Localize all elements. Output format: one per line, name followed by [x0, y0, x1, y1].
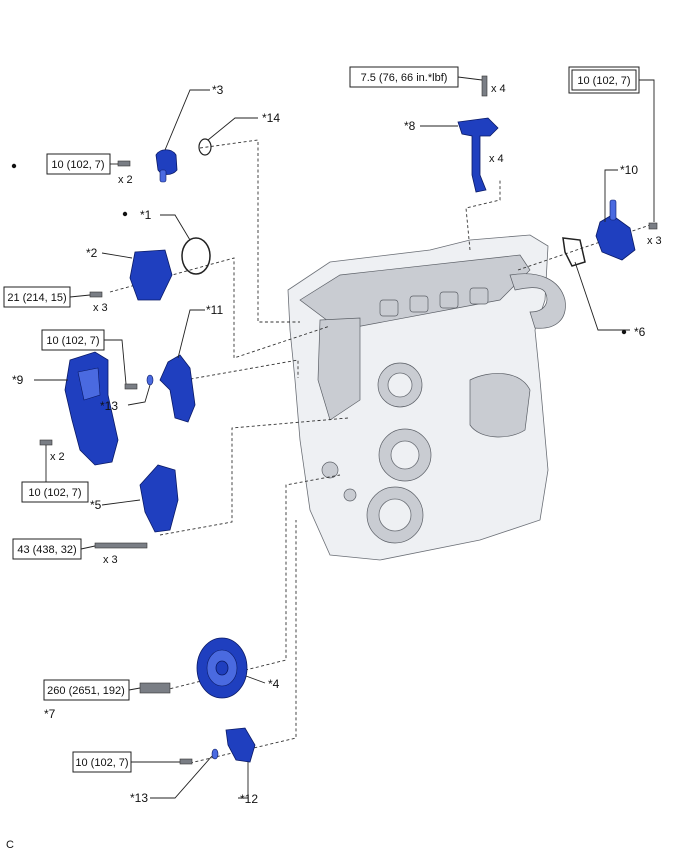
torque-spec-8: 260 (2651, 192) [43, 679, 130, 701]
svg-text:7.5 (76, 66 in.*lbf): 7.5 (76, 66 in.*lbf) [361, 72, 448, 84]
callout-6: *6 [634, 325, 646, 339]
callout-13-lower: *13 [130, 791, 148, 805]
part-5-bracket [139, 464, 179, 533]
part-12-sensor [225, 727, 256, 763]
part-6-gasket [562, 237, 586, 267]
part-2-cover [129, 249, 173, 301]
part-14-o-ring [198, 138, 212, 156]
svg-text:10 (102, 7): 10 (102, 7) [577, 75, 630, 87]
callout-12: *12 [240, 792, 258, 806]
callout-8: *8 [404, 119, 416, 133]
callout-10: *10 [620, 163, 638, 177]
torque-spec-3: 10 (102, 7) [41, 329, 105, 351]
part-13-washer-lower [211, 748, 219, 760]
bullet-mark [122, 211, 128, 217]
torque-spec-1: 10 (102, 7) [46, 153, 111, 175]
torque-spec-6: 7.5 (76, 66 in.*lbf) [349, 66, 459, 88]
quantity-3: x 2 [50, 451, 65, 463]
part-13-washer-upper [146, 374, 154, 386]
part-11-bracket [159, 354, 196, 423]
callout-11: *11 [206, 303, 223, 317]
bullet-mark [621, 329, 627, 335]
svg-text:43 (438, 32): 43 (438, 32) [17, 544, 76, 556]
part-9-timing-cover [64, 351, 119, 466]
torque-spec-9: 10 (102, 7) [72, 751, 132, 773]
callout-9: *9 [12, 373, 24, 387]
svg-text:10 (102, 7): 10 (102, 7) [46, 335, 99, 347]
figure-code: C [6, 839, 14, 851]
torque-spec-2: 21 (214, 15) [3, 286, 71, 308]
svg-text:10 (102, 7): 10 (102, 7) [51, 159, 104, 171]
part-10-vacuum-pump [595, 199, 636, 261]
engine-assembly [287, 234, 566, 561]
bolts [39, 75, 658, 765]
quantity-7: x 3 [647, 235, 662, 247]
part-1-gasket [181, 237, 211, 275]
leader-lines [34, 76, 655, 799]
torque-spec-7: 10 (102, 7) [568, 66, 640, 94]
quantity-6: x 4 [489, 153, 504, 165]
callout-7: *7 [44, 707, 56, 721]
callout-1: *1 [140, 208, 152, 222]
quantity-4: x 3 [103, 554, 118, 566]
callout-2: *2 [86, 246, 98, 260]
part-4-pulley [196, 637, 248, 699]
callout-5: *5 [90, 498, 102, 512]
callout-13-upper: *13 [100, 399, 118, 413]
svg-text:21 (214, 15): 21 (214, 15) [7, 292, 66, 304]
quantity-2: x 3 [93, 302, 108, 314]
callout-14: *14 [262, 111, 280, 125]
quantity-1: x 2 [118, 174, 133, 186]
callout-4: *4 [268, 677, 280, 691]
bullet-mark [11, 163, 17, 169]
quantity-5: x 4 [491, 83, 506, 95]
torque-spec-5: 43 (438, 32) [12, 538, 82, 560]
svg-text:10 (102, 7): 10 (102, 7) [28, 487, 81, 499]
callout-3: *3 [212, 83, 224, 97]
torque-spec-4: 10 (102, 7) [21, 481, 89, 503]
part-3-sensor [155, 149, 178, 183]
svg-text:10 (102, 7): 10 (102, 7) [75, 757, 128, 769]
svg-text:260 (2651, 192): 260 (2651, 192) [47, 685, 125, 697]
part-8-ignition-coil [457, 117, 499, 193]
